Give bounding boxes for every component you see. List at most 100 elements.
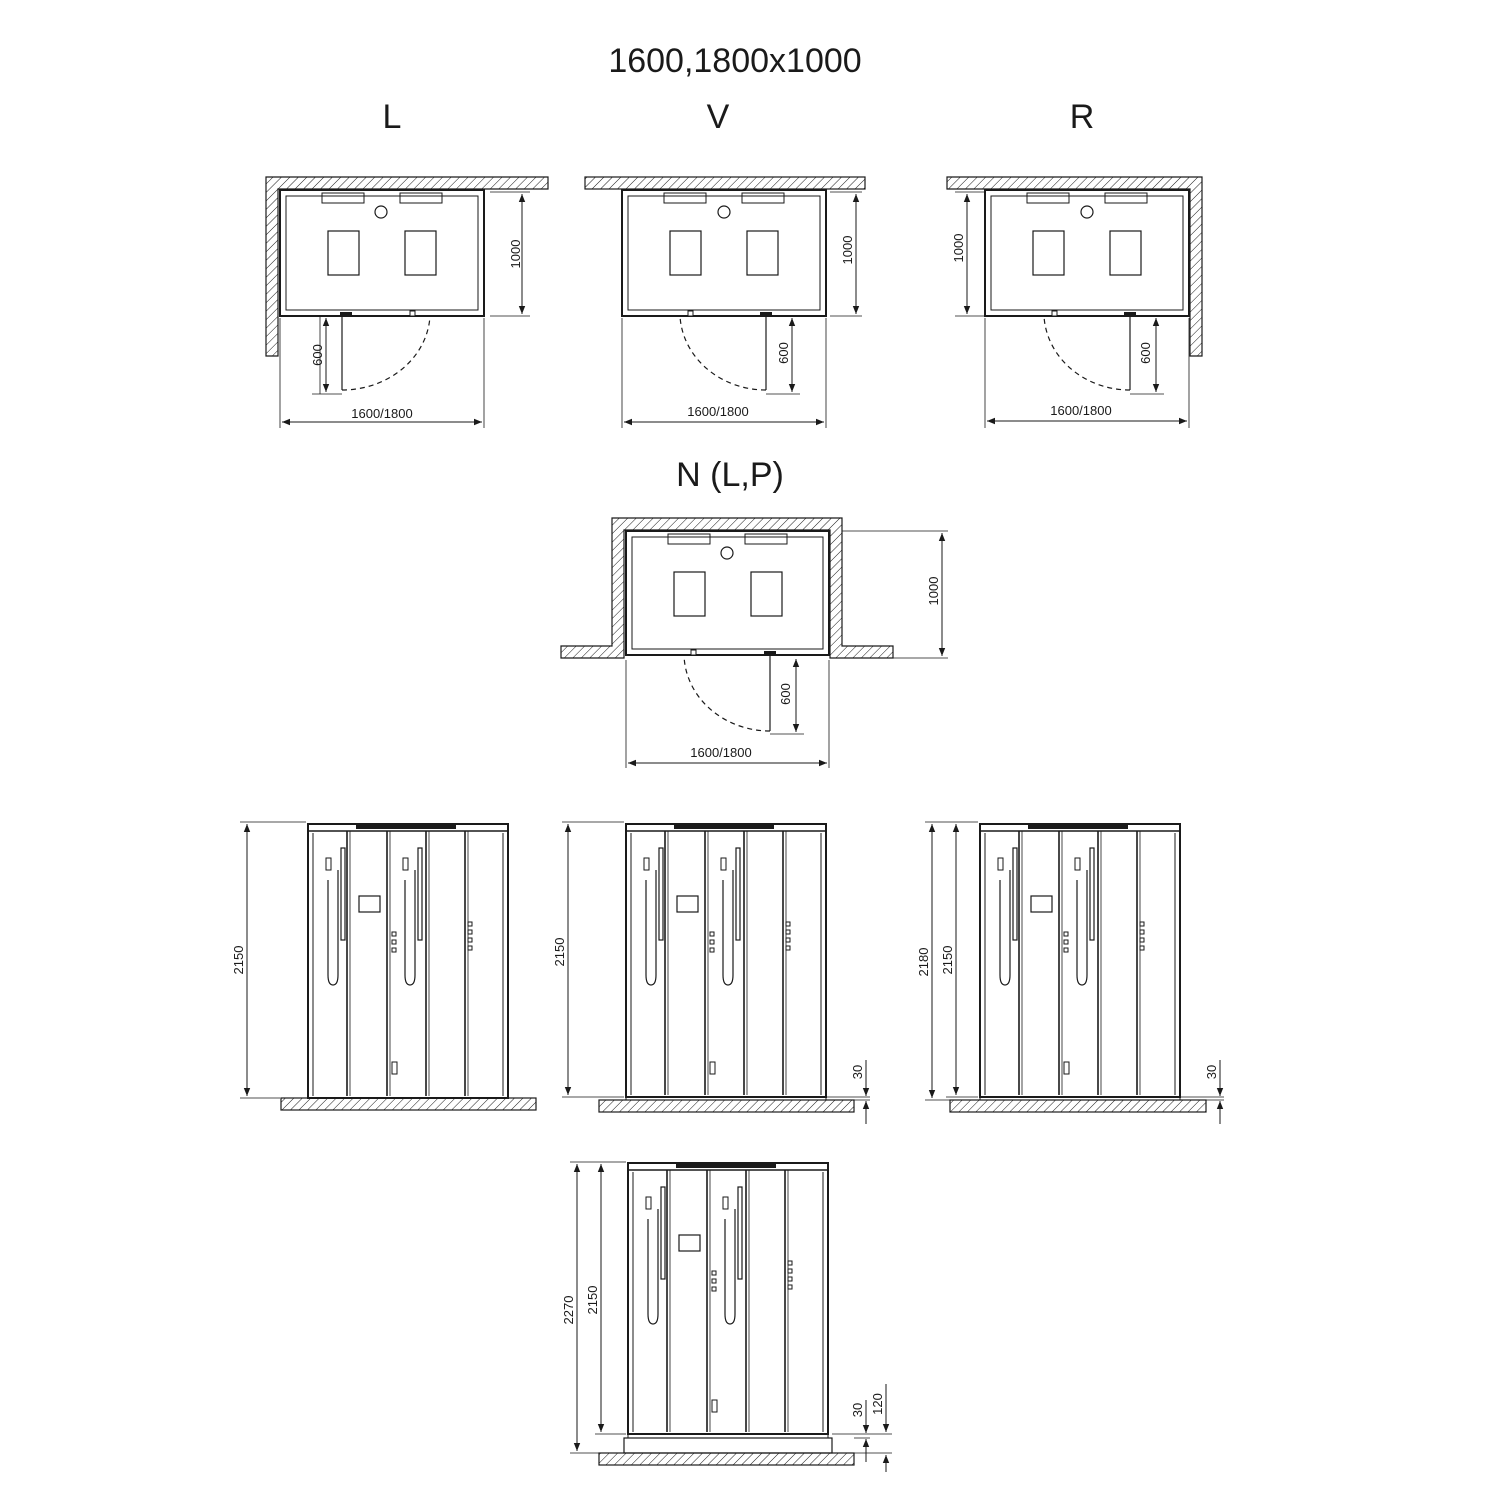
shower-hose: [327, 870, 339, 986]
drain: [1080, 205, 1094, 219]
dimension-depth: 1000: [951, 234, 966, 263]
seat: [327, 230, 360, 276]
shower-cabin: [627, 1162, 829, 1435]
door-swing: [679, 315, 767, 391]
shower-rail: [737, 1186, 743, 1280]
seat: [1032, 230, 1065, 276]
dimension-base: 30: [1204, 1065, 1219, 1079]
dimension-depth: 1000: [840, 236, 855, 265]
shower-rail: [735, 847, 741, 941]
shower-hose: [724, 1209, 736, 1325]
fixture: [321, 192, 365, 204]
elevation-view-1: 2150: [231, 821, 537, 1111]
wall: [946, 176, 1203, 357]
seat: [746, 230, 779, 276]
door-swing: [341, 315, 431, 391]
dimension-total-height: 2270: [561, 1296, 576, 1325]
shower-enclosure: [621, 189, 827, 391]
fixture: [663, 192, 707, 204]
seat: [404, 230, 437, 276]
shower-cabin: [307, 823, 509, 1099]
shower-rail: [658, 847, 664, 941]
dimension-depth: 1000: [926, 577, 941, 606]
door-swing: [683, 654, 771, 732]
seat: [669, 230, 702, 276]
control-panel: [1030, 895, 1053, 913]
seat: [673, 571, 706, 617]
floor: [598, 1452, 855, 1466]
elevation-view-4: 2270 2150 30 120: [561, 1161, 892, 1472]
dimension-width: 1600/1800: [690, 745, 751, 760]
plan-view-r: R 1000 600 1600/1800: [946, 98, 1203, 428]
wall: [584, 176, 866, 190]
control-panel: [676, 895, 699, 913]
fixture: [1104, 192, 1148, 204]
plan-view-l: L 1000 600 1600/1800: [265, 98, 549, 428]
plan-view-n: N (L,P) 1000 600 1600/1800: [560, 456, 948, 768]
dimension-door: 600: [778, 683, 793, 705]
shower-hose: [404, 870, 416, 986]
shower-hose: [999, 870, 1011, 986]
dimension-door: 600: [1138, 342, 1153, 364]
seat: [1109, 230, 1142, 276]
elevation-view-2: 2150 30: [552, 821, 870, 1124]
drain: [717, 205, 731, 219]
shower-rail: [660, 1186, 666, 1280]
shower-cabin: [979, 823, 1181, 1098]
shower-enclosure: [625, 530, 830, 732]
plan-label: R: [1070, 98, 1095, 136]
plan-label: N (L,P): [676, 456, 784, 494]
dimension-base: 30: [850, 1403, 865, 1417]
fixture: [744, 533, 788, 545]
shower-rail: [417, 847, 423, 941]
dimension-tray: 120: [870, 1393, 885, 1415]
door-handle: [709, 1061, 716, 1075]
dimension-height: 2150: [552, 938, 567, 967]
plan-view-v: V 1000 600 1600/1800: [584, 98, 866, 428]
dimension-base: 30: [850, 1065, 865, 1079]
control-panel: [358, 895, 381, 913]
dimension-width: 1600/1800: [351, 406, 412, 421]
elevation-view-3: 2180 2150 30: [916, 821, 1224, 1124]
floor: [280, 1097, 537, 1111]
shower-tray: [623, 1437, 833, 1454]
dimension-width: 1600/1800: [1050, 403, 1111, 418]
drawing-title: 1600,1800x1000: [608, 42, 861, 80]
shower-rail: [340, 847, 346, 941]
dimension-total-height: 2180: [916, 948, 931, 977]
door-handle: [711, 1399, 718, 1413]
shower-hose: [1076, 870, 1088, 986]
fixture: [1026, 192, 1070, 204]
door-swing: [1043, 315, 1131, 391]
control-panel: [678, 1234, 701, 1252]
seat: [750, 571, 783, 617]
shower-enclosure: [279, 189, 485, 391]
dimension-door: 600: [310, 344, 325, 366]
wall: [560, 517, 894, 659]
floor: [598, 1099, 855, 1113]
dimension-height: 2150: [940, 946, 955, 975]
plan-label: V: [707, 98, 730, 136]
dimension-height: 2150: [231, 946, 246, 975]
plan-label: L: [383, 98, 402, 136]
shower-enclosure: [984, 189, 1190, 391]
door-handle: [1063, 1061, 1070, 1075]
shower-rail: [1012, 847, 1018, 941]
drain: [374, 205, 388, 219]
fixture: [399, 192, 443, 204]
floor: [949, 1099, 1207, 1113]
dimension-height: 2150: [585, 1286, 600, 1315]
shower-rail: [1089, 847, 1095, 941]
fixture: [741, 192, 785, 204]
shower-hose: [645, 870, 657, 986]
dimension-width: 1600/1800: [687, 404, 748, 419]
wall: [265, 176, 549, 357]
shower-hose: [722, 870, 734, 986]
dimension-depth: 1000: [508, 240, 523, 269]
shower-cabin: [625, 823, 827, 1098]
dimension-door: 600: [776, 342, 791, 364]
fixture: [667, 533, 711, 545]
door-handle: [391, 1061, 398, 1075]
drain: [720, 546, 734, 560]
